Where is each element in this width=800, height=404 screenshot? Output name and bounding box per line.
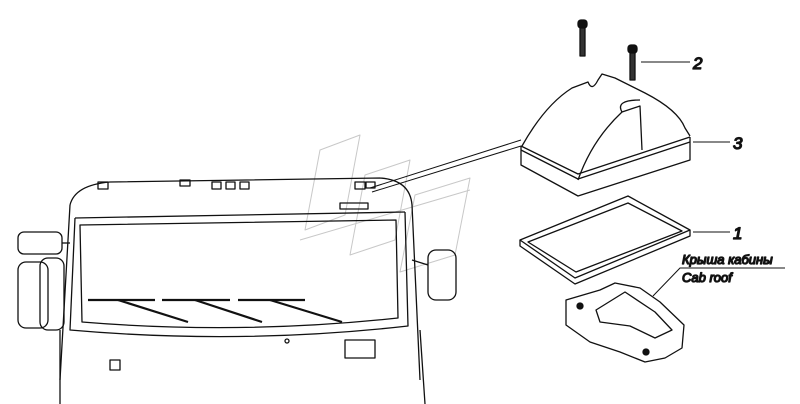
right-mirror [411,249,457,301]
left-mirror [17,231,70,331]
roof-label-leader [652,267,785,297]
cab-front [17,139,522,404]
callout-number-2: 2 [692,54,703,73]
bolt-part [577,19,638,81]
lamp-leader-line [369,139,522,189]
roof-label-en: Cab roof [682,270,733,285]
callout-number-3: 3 [733,134,743,153]
gasket-part [519,195,691,285]
watermark-logo [299,134,471,273]
lamp-cover-part [520,73,691,197]
cab-roof-plate [565,282,685,363]
roof-label-ru: Крыша кабины [682,252,773,267]
callout-number-1: 1 [733,224,742,243]
wipers [88,298,343,324]
